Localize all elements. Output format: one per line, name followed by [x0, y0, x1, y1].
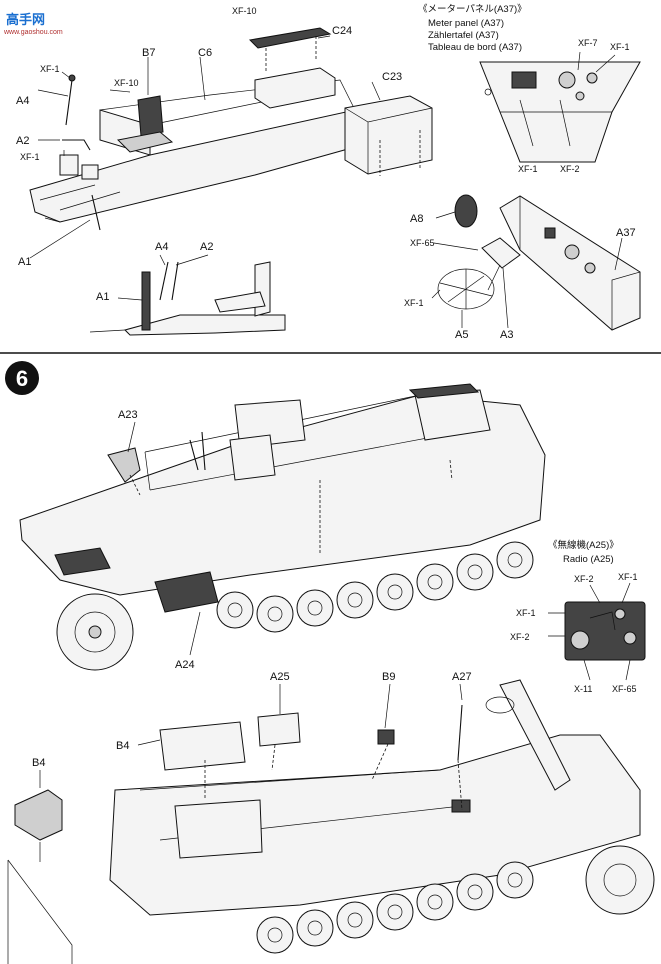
seat-back-b7: [137, 95, 164, 137]
label-xf2-c: XF-2: [510, 632, 530, 642]
hull-front-box: [234, 399, 306, 449]
hull-lower-view: [109, 679, 655, 954]
label-x11: X-11: [574, 684, 592, 694]
label-xf2-b: XF-2: [574, 574, 594, 584]
dashboard-a37: [499, 195, 641, 331]
label-xf10-b: XF-10: [114, 78, 139, 88]
rail-c24: [248, 27, 332, 49]
radio-line-en: Radio (A25): [563, 554, 614, 565]
inset-seat-back: [254, 261, 271, 317]
watermark-logo: 高手网 www.gaoshou.com: [3, 12, 63, 36]
radio-title: 《無線機(A25)》: [548, 539, 619, 551]
label-c23: C23: [382, 71, 402, 83]
lower-stowage-box: [174, 799, 263, 859]
label-xf1-b: XF-1: [20, 152, 40, 162]
lever-a4: [65, 79, 73, 126]
label-c24: C24: [332, 25, 352, 37]
road-wheels-lower: [256, 861, 534, 954]
label-a1-b: A1: [96, 291, 109, 303]
label-a23: A23: [118, 409, 138, 421]
road-wheels-upper: [216, 541, 534, 633]
column-a3: [481, 237, 521, 269]
inset-floor: [124, 314, 286, 336]
label-xf7: XF-7: [578, 38, 598, 48]
watermark-text: 高手网: [6, 12, 45, 27]
label-a2-a: A2: [16, 135, 29, 147]
part-a24-placed: [154, 571, 219, 613]
hull-upper-view: [19, 383, 546, 671]
label-xf1-a: XF-1: [40, 64, 60, 74]
driver-detail-inset: [89, 254, 286, 336]
label-xf1-d: XF-1: [518, 164, 538, 174]
label-a4-b: A4: [155, 241, 168, 253]
label-b4-a: B4: [116, 740, 129, 752]
label-a27: A27: [452, 671, 472, 683]
gauge-round: [558, 71, 576, 89]
part-a27: [457, 704, 463, 761]
label-xf10-top: XF-10: [232, 6, 257, 16]
tank-a8: [454, 194, 478, 228]
meter-panel-detail: [479, 51, 641, 163]
label-a3: A3: [500, 329, 513, 341]
label-xf65-b: XF-65: [612, 684, 637, 694]
gauge-block: [511, 71, 537, 89]
step-number: 6: [16, 366, 28, 391]
seat-cushion-b7: [116, 131, 174, 153]
label-a37: A37: [616, 227, 636, 239]
hull-seat: [229, 434, 276, 481]
label-a25: A25: [270, 671, 290, 683]
label-xf65-a: XF-65: [410, 238, 435, 248]
label-a8: A8: [410, 213, 423, 225]
meter-panel-line-de: Zählertafel (A37): [428, 30, 499, 41]
watermark-url: www.gaoshou.com: [3, 29, 63, 36]
b4-detail: [7, 770, 73, 964]
label-b4-b: B4: [32, 757, 45, 769]
radio-a25-part: [257, 712, 301, 747]
step-badge: [5, 361, 39, 395]
meter-panel-title: 《メーターパネル(A37)》: [418, 4, 527, 15]
inset-lever-a1: [141, 271, 151, 331]
lever-a2: [62, 139, 91, 151]
steering-assembly: [431, 194, 641, 331]
label-xf1-c: XF-1: [610, 42, 630, 52]
stowage-bin-c23: [344, 95, 433, 175]
label-xf1-e: XF-1: [404, 298, 424, 308]
floor-plate-c6: [29, 109, 381, 223]
part-a23: [107, 447, 141, 483]
front-wheel-lower: [585, 845, 655, 915]
rear-box: [254, 67, 336, 109]
mudguard-b4: [159, 721, 246, 771]
pedal-block-a1: [59, 154, 79, 176]
label-xf1-f: XF-1: [618, 572, 638, 582]
part-b9: [377, 729, 395, 745]
label-xf1-g: XF-1: [516, 608, 536, 618]
label-a4-a: A4: [16, 95, 29, 107]
label-b7: B7: [142, 47, 155, 59]
label-a2-b: A2: [200, 241, 213, 253]
label-a1-a: A1: [18, 256, 31, 268]
radio-detail: [548, 582, 646, 681]
driver-compartment-assembly: [29, 27, 433, 259]
part-b4-detail: [14, 789, 63, 841]
label-xf2-a: XF-2: [560, 164, 580, 174]
meter-panel-line-en: Meter panel (A37): [428, 18, 504, 29]
inset-seat: [214, 291, 266, 313]
label-c6: C6: [198, 47, 212, 59]
meter-panel-line-fr: Tableau de bord (A37): [428, 42, 522, 53]
label-b9: B9: [382, 671, 395, 683]
windscreen-frame: [499, 679, 571, 791]
label-a5: A5: [455, 329, 468, 341]
label-a24: A24: [175, 659, 195, 671]
hull-body: [19, 394, 546, 596]
